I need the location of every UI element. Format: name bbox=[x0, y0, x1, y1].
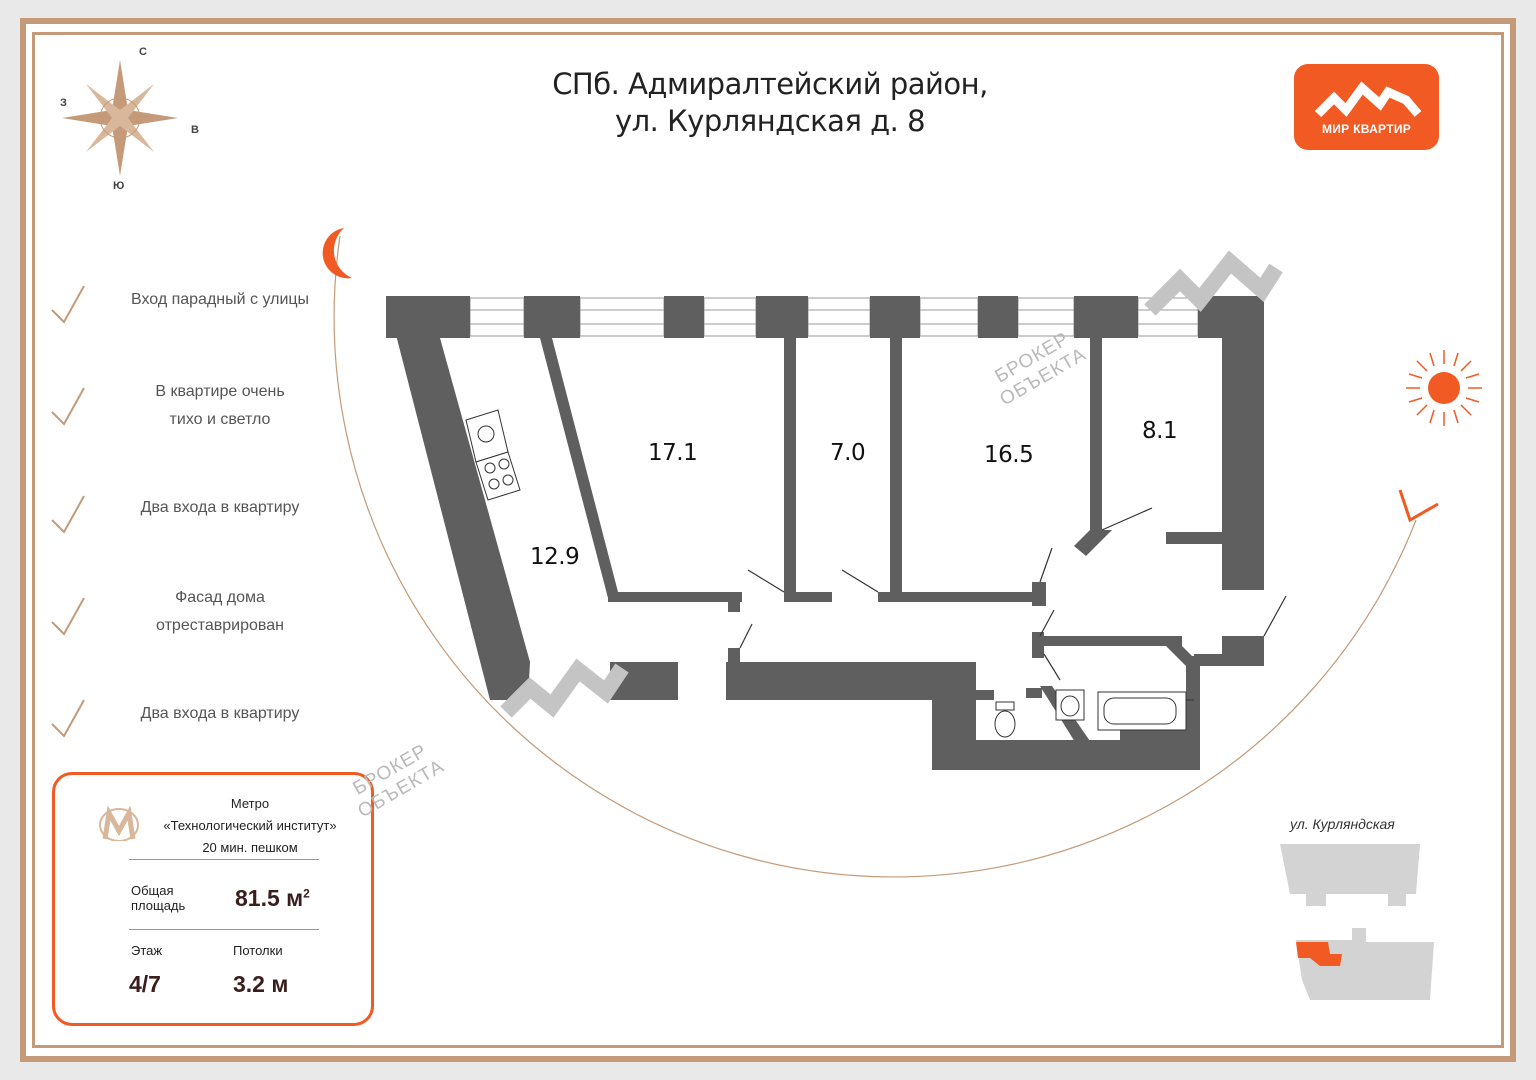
feature-text-line-1: В квартире очень bbox=[155, 383, 285, 400]
brand-logo: МИР КВАРТИР bbox=[1294, 64, 1439, 150]
area-unit-sup: 2 bbox=[303, 886, 310, 901]
title-line-1: СПб. Адмиралтейский район, bbox=[552, 67, 988, 101]
bathtub-icon bbox=[1097, 691, 1194, 731]
ceiling-value: 3.2 м bbox=[233, 971, 289, 997]
area-value-text: 81.5 м bbox=[235, 885, 304, 911]
location-map bbox=[1280, 844, 1434, 1000]
sun-path-arc bbox=[333, 235, 1417, 878]
metro-info: Метро «Технологический институт» 20 мин.… bbox=[145, 793, 355, 859]
check-icon bbox=[51, 387, 85, 426]
area-label-line-2: площадь bbox=[131, 898, 186, 913]
page-title: СПб. Адмиралтейский район, ул. Курляндск… bbox=[470, 66, 1070, 140]
check-icon bbox=[51, 699, 85, 738]
metro-station: «Технологический институт» bbox=[163, 818, 337, 833]
room-area-label: 7.0 bbox=[830, 440, 866, 466]
inner-frame bbox=[32, 32, 1504, 1048]
feature-text-line-2: отреставрирован bbox=[156, 617, 284, 634]
feature-text-line-2: тихо и светло bbox=[169, 411, 271, 428]
compass-rose-icon bbox=[62, 60, 178, 176]
room-area-label: 17.1 bbox=[648, 440, 698, 466]
feature-text: В квартире очень тихо и светло bbox=[90, 378, 350, 434]
check-icon bbox=[51, 597, 85, 636]
apartment-marker bbox=[1296, 942, 1342, 966]
check-icon bbox=[51, 285, 85, 324]
info-card: Метро «Технологический институт» 20 мин.… bbox=[52, 772, 374, 1026]
metro-label: Метро bbox=[230, 796, 270, 811]
feature-text: Два входа в квартиру bbox=[140, 499, 300, 516]
toilet-icon bbox=[994, 701, 1016, 738]
metro-walk-time: 20 мин. пешком bbox=[202, 840, 298, 855]
bathroom-sink-icon bbox=[1055, 689, 1085, 721]
feature-text-line-1: Фасад дома bbox=[175, 589, 265, 606]
compass-north: С bbox=[139, 46, 147, 58]
moon-icon bbox=[322, 228, 352, 279]
divider bbox=[129, 859, 319, 860]
sun-icon bbox=[1406, 350, 1482, 426]
room-area-label: 12.9 bbox=[530, 544, 580, 570]
area-label-line-1: Общая bbox=[131, 883, 174, 898]
brand-logo-text: МИР КВАРТИР bbox=[1321, 122, 1412, 136]
floor-label: Этаж bbox=[131, 943, 163, 958]
area-value: 81.5 м2 bbox=[235, 885, 310, 912]
door-lines bbox=[739, 507, 1287, 681]
check-icon bbox=[51, 495, 85, 534]
kitchen-sink-stove bbox=[465, 409, 521, 501]
feature-text: Вход парадный с улицы bbox=[130, 291, 310, 308]
room-area-label: 16.5 bbox=[984, 442, 1034, 468]
compass-west: З bbox=[60, 97, 67, 109]
area-label: Общая площадь bbox=[131, 883, 185, 913]
feature-text: Два входа в квартиру bbox=[140, 705, 300, 722]
arc-arrow-icon bbox=[1398, 489, 1439, 523]
floor-value: 4/7 bbox=[129, 971, 161, 997]
feature-text: Фасад дома отреставрирован bbox=[90, 584, 350, 640]
watermark-logo-icon bbox=[500, 250, 1283, 718]
divider bbox=[129, 929, 319, 930]
compass-south: Ю bbox=[113, 180, 125, 192]
brand-logo-icon bbox=[1314, 81, 1422, 118]
title-line-2: ул. Курляндская д. 8 bbox=[614, 104, 926, 138]
ceiling-label: Потолки bbox=[233, 943, 283, 958]
room-area-label: 8.1 bbox=[1142, 418, 1178, 444]
street-label: ул. Курляндская bbox=[1290, 816, 1395, 832]
metro-icon bbox=[99, 805, 139, 841]
compass-east: В bbox=[191, 124, 199, 136]
